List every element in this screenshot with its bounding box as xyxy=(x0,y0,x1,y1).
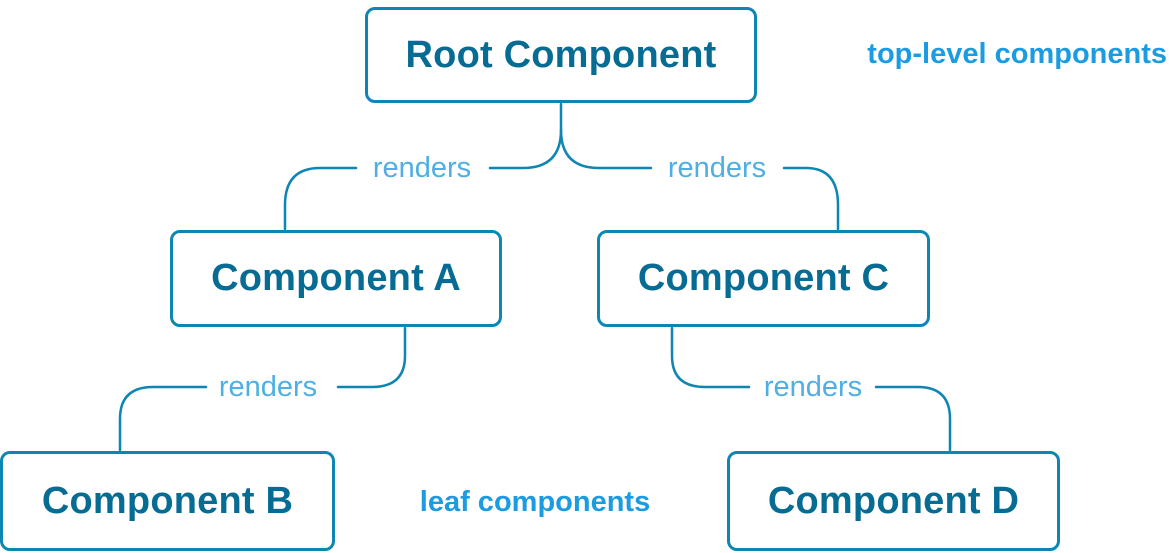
node-component-b: Component B xyxy=(0,451,335,551)
edge-label-renders-c-d: renders xyxy=(763,371,863,403)
node-component-c: Component C xyxy=(597,230,930,327)
annotation-leaf-components: leaf components xyxy=(419,486,651,518)
edge-label-renders-a-b: renders xyxy=(218,371,318,403)
annotation-top-level-components: top-level components xyxy=(867,38,1167,70)
node-component-a: Component A xyxy=(170,230,502,327)
edge-label-renders-root-a: renders xyxy=(372,152,472,184)
edge-label-renders-root-c: renders xyxy=(667,152,767,184)
node-root-component: Root Component xyxy=(365,7,757,103)
node-component-d: Component D xyxy=(727,451,1060,551)
